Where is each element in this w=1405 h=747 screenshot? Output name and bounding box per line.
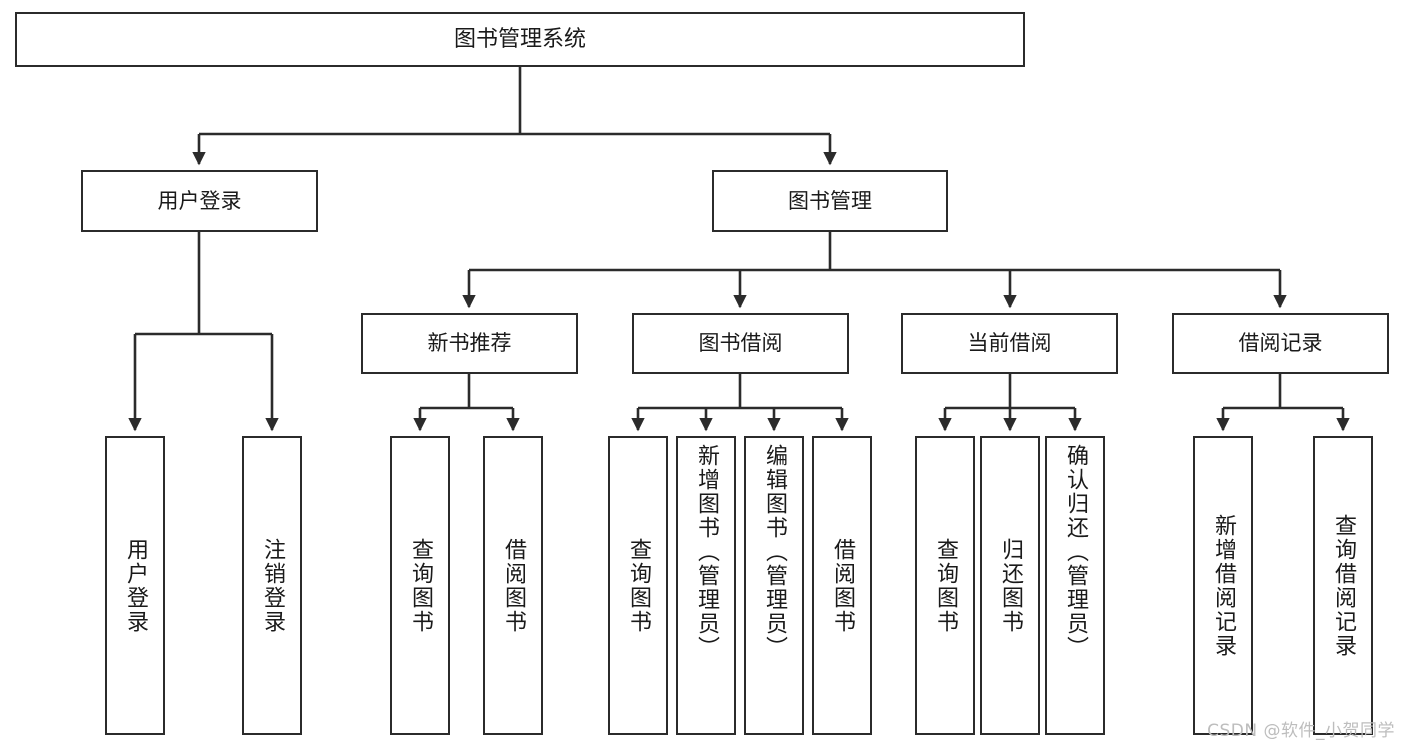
node-label: 当前借阅 <box>967 331 1052 356</box>
node-label: 新增借阅记录 <box>1211 513 1236 658</box>
node-label: 查询借阅记录 <box>1331 513 1356 658</box>
node-label: 编辑图书（管理员） <box>762 444 787 660</box>
node-current-borrowing[interactable]: 当前借阅 <box>901 313 1118 374</box>
leaf-add-borrow-record[interactable]: 新增借阅记录 <box>1193 436 1253 735</box>
node-new-book-recommendation[interactable]: 新书推荐 <box>361 313 578 374</box>
node-label: 借阅图书 <box>501 537 526 634</box>
node-label: 图书管理 <box>788 188 872 213</box>
leaf-logout[interactable]: 注销登录 <box>242 436 302 735</box>
node-label: 注销登录 <box>260 537 285 634</box>
node-book-borrowing[interactable]: 图书借阅 <box>632 313 849 374</box>
leaf-return-book[interactable]: 归还图书 <box>980 436 1040 735</box>
node-user-login[interactable]: 用户登录 <box>81 170 318 232</box>
leaf-query-borrow-record[interactable]: 查询借阅记录 <box>1313 436 1373 735</box>
leaf-query-book-cb[interactable]: 查询图书 <box>915 436 975 735</box>
node-book-management[interactable]: 图书管理 <box>712 170 948 232</box>
node-label: 图书借阅 <box>698 331 783 356</box>
leaf-borrow-book-bb[interactable]: 借阅图书 <box>812 436 872 735</box>
node-label: 查询图书 <box>626 537 651 634</box>
leaf-query-book-nbr[interactable]: 查询图书 <box>390 436 450 735</box>
node-borrowing-records[interactable]: 借阅记录 <box>1172 313 1389 374</box>
node-label: 新增图书（管理员） <box>694 444 719 660</box>
node-label: 用户登录 <box>157 188 242 213</box>
node-label: 新书推荐 <box>427 331 512 356</box>
node-label: 查询图书 <box>408 537 433 634</box>
leaf-borrow-book-nbr[interactable]: 借阅图书 <box>483 436 543 735</box>
node-label: 归还图书 <box>998 537 1023 634</box>
node-label: 借阅记录 <box>1238 331 1323 356</box>
node-label: 图书管理系统 <box>453 26 586 52</box>
leaf-user-login[interactable]: 用户登录 <box>105 436 165 735</box>
node-label: 借阅图书 <box>830 537 855 634</box>
node-label: 确认归还（管理员） <box>1063 444 1088 660</box>
leaf-add-book-admin[interactable]: 新增图书（管理员） <box>676 436 736 735</box>
node-root-book-management-system[interactable]: 图书管理系统 <box>15 12 1025 67</box>
node-label: 查询图书 <box>933 537 958 634</box>
leaf-confirm-return-admin[interactable]: 确认归还（管理员） <box>1045 436 1105 735</box>
leaf-edit-book-admin[interactable]: 编辑图书（管理员） <box>744 436 804 735</box>
node-label: 用户登录 <box>123 537 148 634</box>
leaf-query-book-bb[interactable]: 查询图书 <box>608 436 668 735</box>
